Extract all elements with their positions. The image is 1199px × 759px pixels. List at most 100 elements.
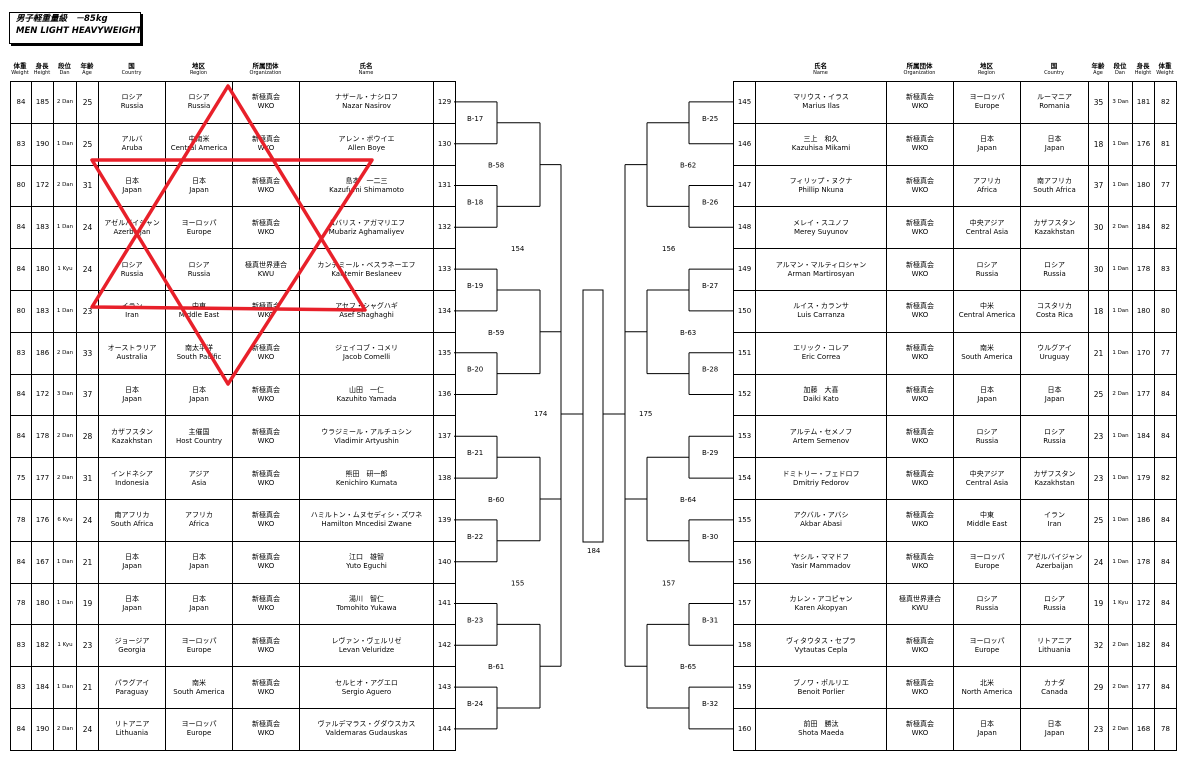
weight-cell: 84	[1154, 540, 1177, 584]
match-label: B-22	[467, 533, 483, 541]
dan-cell: 2 Dan	[1108, 624, 1133, 668]
match-label: 157	[662, 580, 675, 588]
match-label: B-63	[680, 329, 696, 337]
match-label: B-32	[702, 700, 718, 708]
weight-cell: 84	[1154, 373, 1177, 417]
match-label: 175	[639, 410, 652, 418]
title-jp: 男子軽重量級 －85kg	[16, 14, 108, 24]
final-match-box	[582, 289, 604, 543]
match-label: B-26	[702, 198, 719, 206]
dan-cell: 1 Dan	[1108, 164, 1133, 208]
match-label: B-31	[702, 616, 718, 624]
match-label: B-18	[467, 198, 483, 206]
weight-cell: 78	[1154, 707, 1177, 751]
match-label: 184	[587, 547, 601, 555]
dan-cell: 1 Dan	[53, 206, 77, 250]
match-label: B-24	[467, 700, 484, 708]
match-label: B-17	[467, 115, 483, 123]
dan-cell: 3 Dan	[53, 373, 77, 417]
match-label: B-21	[467, 449, 483, 457]
match-label: B-25	[702, 115, 718, 123]
weight-cell: 84	[1154, 498, 1177, 542]
weight-cell: 80	[1154, 289, 1177, 333]
dan-cell: 2 Dan	[1108, 373, 1133, 417]
dan-cell: 1 Kyu	[1108, 582, 1133, 626]
match-label: B-30	[702, 533, 718, 541]
fighter-number-cell: 144	[433, 707, 456, 751]
match-label: 154	[511, 245, 525, 253]
match-label: B-28	[702, 366, 718, 374]
dan-cell: 2 Dan	[53, 164, 77, 208]
dan-cell: 2 Dan	[53, 415, 77, 459]
match-label: B-23	[467, 616, 483, 624]
dan-cell: 1 Dan	[53, 289, 77, 333]
fighter-number-cell: 160	[733, 707, 756, 751]
match-label: 155	[511, 580, 524, 588]
match-label: B-64	[680, 496, 697, 504]
match-label: B-19	[467, 282, 483, 290]
match-label: B-62	[680, 162, 696, 170]
match-label: 156	[662, 245, 676, 253]
